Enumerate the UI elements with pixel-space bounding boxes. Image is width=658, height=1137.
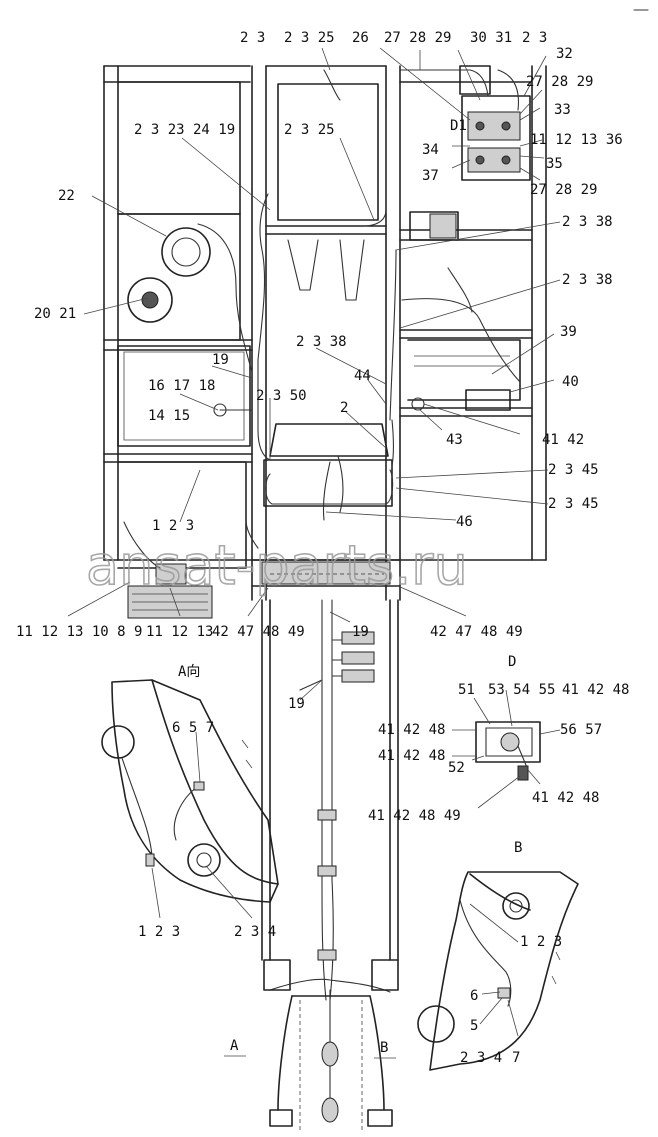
callout-label: 41 42 48 bbox=[532, 790, 599, 806]
callout-label: 2 3 25 bbox=[284, 30, 335, 46]
callout-label: 2 bbox=[340, 400, 348, 416]
callout-label: 2 3 38 bbox=[562, 214, 613, 230]
watermark: ansat-parts.ru bbox=[86, 534, 468, 597]
view-labels: A向 D B A B bbox=[178, 654, 522, 1059]
callout-label: 42 47 48 49 bbox=[212, 624, 305, 640]
callout-label: 11 12 13 10 8 9 bbox=[16, 624, 142, 640]
callout-label: 27 28 29 bbox=[526, 74, 593, 90]
callout-label: 2 3 45 bbox=[548, 462, 599, 478]
callout-label: 41 42 48 bbox=[562, 682, 629, 698]
callout-label: 40 bbox=[562, 374, 579, 390]
callout-label: 20 21 bbox=[34, 306, 76, 322]
callout-label: 51 bbox=[458, 682, 475, 698]
callout-label: 41 42 bbox=[542, 432, 584, 448]
callout-label: 11 12 13 bbox=[146, 624, 213, 640]
view-label-d: D bbox=[508, 654, 516, 670]
callout-label: 2 3 38 bbox=[296, 334, 347, 350]
callout-label: 46 bbox=[456, 514, 473, 530]
callout-label: 43 bbox=[446, 432, 463, 448]
callout-label: 52 bbox=[448, 760, 465, 776]
callout-label: 2 3 45 bbox=[548, 496, 599, 512]
callout-label: 27 28 29 bbox=[530, 182, 597, 198]
leader-lines bbox=[67, 47, 561, 1037]
view-label-a: A向 bbox=[178, 664, 200, 680]
callout-label: 1 2 3 bbox=[138, 924, 180, 940]
view-b-detail bbox=[417, 871, 579, 1071]
callout-label: 41 42 48 bbox=[378, 748, 445, 764]
callout-label: 1 2 3 bbox=[152, 518, 194, 534]
callout-label: 14 15 bbox=[148, 408, 190, 424]
rear-connectors bbox=[317, 631, 375, 961]
callout-label: 2 3 50 bbox=[256, 388, 307, 404]
callout-label: 32 bbox=[556, 46, 573, 62]
callout-label: 33 bbox=[554, 102, 571, 118]
callout-label: 2 3 25 bbox=[284, 122, 335, 138]
callout-label: 1 2 3 bbox=[520, 934, 562, 950]
callout-label: 6 5 7 bbox=[172, 720, 214, 736]
callout-label: 2 3 bbox=[240, 30, 265, 46]
callout-label: 19 bbox=[288, 696, 305, 712]
rear-chassis bbox=[261, 599, 399, 1130]
callout-label: 53 54 55 bbox=[488, 682, 555, 698]
callout-label: 2 3 4 bbox=[234, 924, 276, 940]
callout-label: 2 3 bbox=[522, 30, 547, 46]
callout-labels: 2 3 2 3 25 26 27 28 29 30 31 2 3 32 27 2… bbox=[16, 30, 629, 1066]
view-label-b: B bbox=[514, 840, 522, 856]
callout-label: 44 bbox=[354, 368, 371, 384]
relay-cluster bbox=[459, 65, 531, 181]
callout-label: 7 bbox=[512, 1050, 520, 1066]
section-label-b: B bbox=[380, 1040, 388, 1056]
callout-label: 19 bbox=[212, 352, 229, 368]
callout-label: 41 42 48 bbox=[378, 722, 445, 738]
callout-label: 35 bbox=[546, 156, 563, 172]
callout-label: 2 3 23 24 19 bbox=[134, 122, 235, 138]
callout-label: 6 bbox=[470, 988, 478, 1004]
callout-label: 2 3 38 bbox=[562, 272, 613, 288]
harness-wires bbox=[123, 69, 521, 1121]
callout-label: 34 bbox=[422, 142, 439, 158]
callout-label: 11 12 13 36 bbox=[530, 132, 623, 148]
view-marker: D1 bbox=[450, 118, 467, 134]
section-label-a: A bbox=[230, 1038, 239, 1054]
callout-label: 16 17 18 bbox=[148, 378, 215, 394]
callout-label: 27 28 29 bbox=[384, 30, 451, 46]
callout-label: 22 bbox=[58, 188, 75, 204]
callout-label: 2 3 4 bbox=[460, 1050, 502, 1066]
callout-label: 19 bbox=[352, 624, 369, 640]
callout-label: 30 31 bbox=[470, 30, 512, 46]
callout-label: 26 bbox=[352, 30, 369, 46]
callout-label: 56 57 bbox=[560, 722, 602, 738]
view-a-detail bbox=[101, 679, 279, 903]
view-d-detail bbox=[475, 721, 541, 781]
callout-label: 42 47 48 49 bbox=[430, 624, 523, 640]
callout-label: 5 bbox=[470, 1018, 478, 1034]
callout-label: 37 bbox=[422, 168, 439, 184]
callout-label: 41 42 48 49 bbox=[368, 808, 461, 824]
callout-label: 39 bbox=[560, 324, 577, 340]
